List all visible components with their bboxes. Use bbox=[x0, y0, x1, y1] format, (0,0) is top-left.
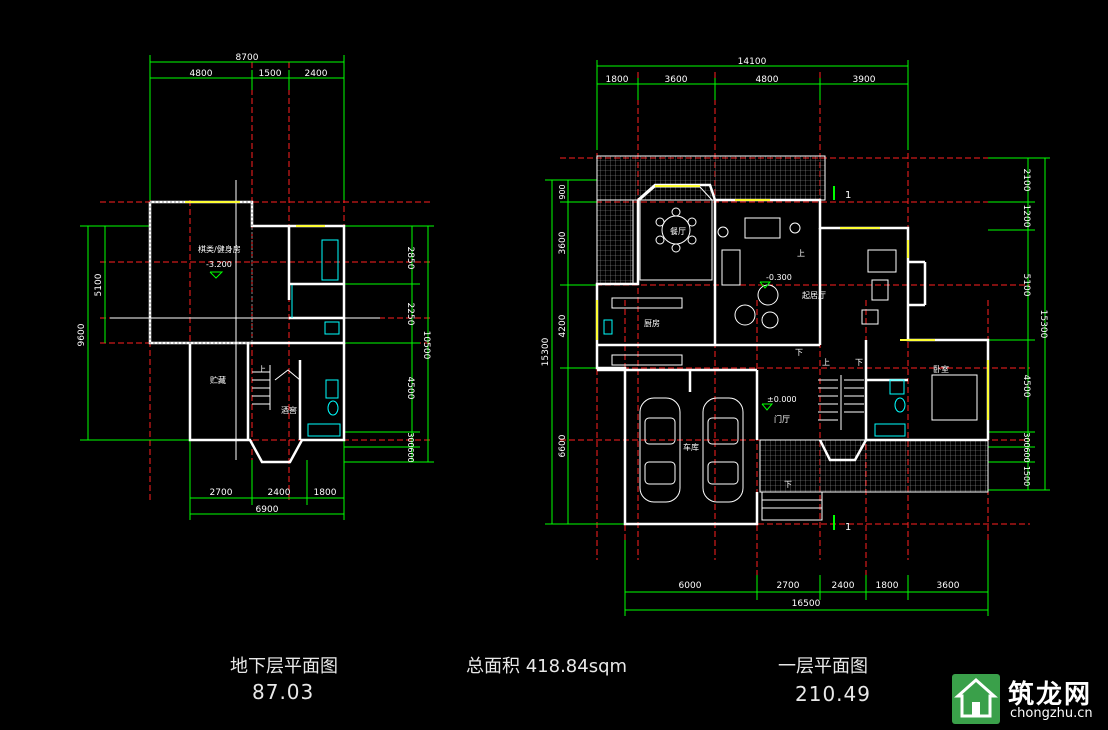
ground-dimensions bbox=[545, 60, 1050, 616]
basement-dim-left-total: 9600 bbox=[77, 323, 87, 346]
ground-terraces bbox=[596, 155, 989, 493]
ground-dim-text: 14100 1800 3600 4800 3900 6000 2700 2400… bbox=[541, 57, 1048, 609]
entry-steps bbox=[761, 491, 823, 521]
ground-furniture bbox=[611, 207, 978, 421]
basement-dim-right-total: 10500 bbox=[421, 331, 431, 360]
ground-dim-right-total: 15300 bbox=[1038, 310, 1048, 339]
ground-plan: 1 1 14100 1800 3600 4800 3900 6000 2700 … bbox=[541, 57, 1050, 616]
ground-room-kitchen: 厨房 bbox=[644, 318, 660, 328]
ground-title: 一层平面图 bbox=[778, 656, 868, 677]
basement-room-storage: 贮藏 bbox=[210, 375, 226, 385]
basement-room-wine: 酒窖 bbox=[281, 405, 297, 415]
ground-stair-mark-3: 下 bbox=[855, 358, 863, 367]
basement-windows bbox=[185, 201, 325, 227]
ground-room-garage: 车库 bbox=[683, 442, 699, 452]
basement-dim-right-1: 2250 bbox=[405, 303, 415, 326]
section-mark-bottom: 1 bbox=[845, 522, 851, 533]
basement-dim-left-0: 5100 bbox=[94, 273, 104, 296]
watermark-logo: 筑龙网 chongzhu.cn bbox=[952, 674, 1102, 726]
basement-dim-top-2: 2400 bbox=[305, 69, 328, 79]
section-labels: 1 1 bbox=[845, 190, 851, 533]
ground-level-0: -0.300 bbox=[766, 273, 792, 282]
ground-dim-left-0: 900 bbox=[558, 184, 567, 199]
ground-dim-left-1: 3600 bbox=[558, 231, 568, 254]
basement-dim-right-0: 2850 bbox=[405, 247, 415, 270]
basement-dim-right-3: 300 bbox=[406, 432, 415, 447]
basement-level-mark bbox=[209, 271, 224, 279]
ground-axes bbox=[560, 72, 1030, 580]
ground-dim-bottom-4: 3600 bbox=[937, 581, 960, 591]
basement-dim-bottom-1: 2400 bbox=[268, 488, 291, 498]
basement-room-gym: 棋类/健身房 bbox=[198, 244, 241, 254]
basement-dim-right-4: 600 bbox=[406, 447, 415, 462]
ground-room-foyer: 门厅 bbox=[774, 414, 790, 424]
basement-stair-up: 上 bbox=[258, 365, 266, 374]
ground-dim-top-1: 3600 bbox=[665, 75, 688, 85]
ground-dim-right-4: 300 bbox=[1022, 432, 1031, 447]
basement-plan: 8700 4800 1500 2400 2700 2400 1800 6900 … bbox=[77, 53, 434, 520]
watermark-url: chongzhu.cn bbox=[1010, 706, 1093, 721]
ground-windows bbox=[596, 185, 989, 420]
watermark-name: 筑龙网 bbox=[1008, 680, 1093, 710]
ground-dim-left-2: 4200 bbox=[558, 314, 568, 337]
ground-dim-right-2: 5100 bbox=[1021, 274, 1031, 297]
basement-dim-text: 8700 4800 1500 2400 2700 2400 1800 6900 … bbox=[77, 53, 431, 515]
basement-fixtures bbox=[291, 239, 341, 437]
ground-dim-bottom-3: 1800 bbox=[876, 581, 899, 591]
basement-room-labels: 棋类/健身房 -3.200 贮藏 酒窖 上 bbox=[198, 244, 297, 415]
ground-walls bbox=[595, 183, 990, 526]
ground-dim-right-3: 4500 bbox=[1021, 375, 1031, 398]
ground-stair-mark-0: 上 bbox=[797, 249, 805, 258]
total-area: 总面积 418.84sqm bbox=[466, 656, 628, 677]
ground-stair-mark-2: 上 bbox=[822, 358, 830, 367]
section-mark-top: 1 bbox=[845, 190, 851, 201]
basement-dim-bottom-total: 6900 bbox=[256, 505, 279, 515]
ground-dim-right-1: 1200 bbox=[1021, 205, 1031, 228]
basement-dim-top-1: 1500 bbox=[259, 69, 282, 79]
house-logo-icon bbox=[952, 674, 1000, 724]
ground-dim-bottom-0: 6000 bbox=[679, 581, 702, 591]
ground-area: 210.49 bbox=[795, 682, 871, 706]
ground-room-labels: 餐厅 厨房 起居厅 车库 门厅 卧室 -0.300 ±0.000 上 下 上 下… bbox=[644, 227, 949, 489]
ground-dim-right-0: 2100 bbox=[1021, 169, 1031, 192]
ground-dim-top-total: 14100 bbox=[738, 57, 767, 67]
ground-room-bedroom: 卧室 bbox=[933, 364, 949, 374]
basement-stairs bbox=[252, 365, 301, 410]
ground-level-1: ±0.000 bbox=[767, 395, 797, 404]
ground-dim-left-3: 6600 bbox=[558, 434, 568, 457]
ground-dim-bottom-1: 2700 bbox=[777, 581, 800, 591]
ground-stairs bbox=[818, 375, 864, 430]
ground-dim-top-2: 4800 bbox=[756, 75, 779, 85]
basement-title: 地下层平面图 bbox=[230, 656, 338, 677]
ground-dim-right-6: 1500 bbox=[1022, 466, 1031, 486]
ground-fixtures bbox=[603, 319, 906, 437]
basement-gym-area bbox=[149, 201, 253, 344]
basement-dim-bottom-2: 1800 bbox=[314, 488, 337, 498]
ground-dim-top-0: 1800 bbox=[606, 75, 629, 85]
ground-dim-left-total: 15300 bbox=[541, 337, 551, 366]
ground-room-living: 起居厅 bbox=[802, 291, 826, 300]
ground-dim-right-5: 600 bbox=[1022, 447, 1031, 462]
basement-level: -3.200 bbox=[206, 260, 232, 269]
basement-dim-right-2: 4500 bbox=[405, 377, 415, 400]
ground-dim-top-3: 3900 bbox=[853, 75, 876, 85]
ground-entry-down: 下 bbox=[784, 480, 792, 489]
ground-dim-bottom-total: 16500 bbox=[792, 599, 821, 609]
basement-dim-top-0: 4800 bbox=[190, 69, 213, 79]
basement-walls bbox=[148, 200, 346, 464]
ground-dim-bottom-2: 2400 bbox=[832, 581, 855, 591]
ground-room-dining: 餐厅 bbox=[670, 227, 686, 236]
basement-dimensions bbox=[80, 55, 434, 520]
ground-stair-mark-1: 下 bbox=[795, 348, 803, 357]
basement-dim-bottom-0: 2700 bbox=[210, 488, 233, 498]
basement-dim-top-total: 8700 bbox=[236, 53, 259, 63]
ground-level-marks bbox=[759, 281, 774, 411]
basement-area: 87.03 bbox=[252, 680, 315, 704]
garage-cars bbox=[639, 397, 744, 503]
